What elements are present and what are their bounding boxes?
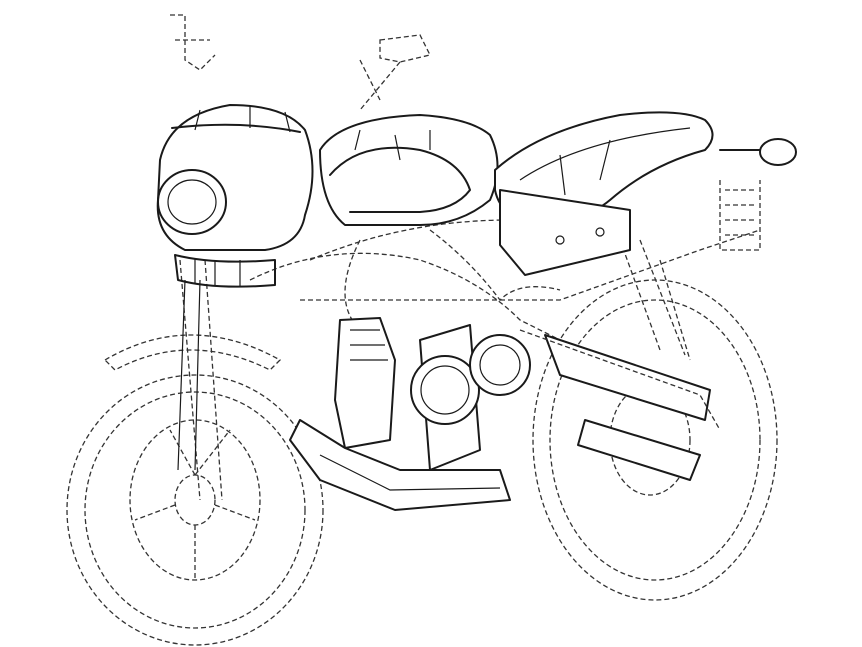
headlight-fairing	[156, 104, 314, 288]
rear-wheel	[532, 279, 778, 601]
frame-hidden-lines	[170, 14, 761, 361]
belly-pan	[289, 419, 511, 511]
engine-block	[334, 317, 531, 471]
front-forks	[177, 259, 223, 501]
front-wheel	[66, 374, 324, 646]
swingarm	[519, 329, 721, 481]
seat	[494, 111, 714, 276]
tail-light	[719, 138, 797, 166]
fuel-tank	[319, 114, 499, 226]
front-fender	[103, 334, 282, 371]
